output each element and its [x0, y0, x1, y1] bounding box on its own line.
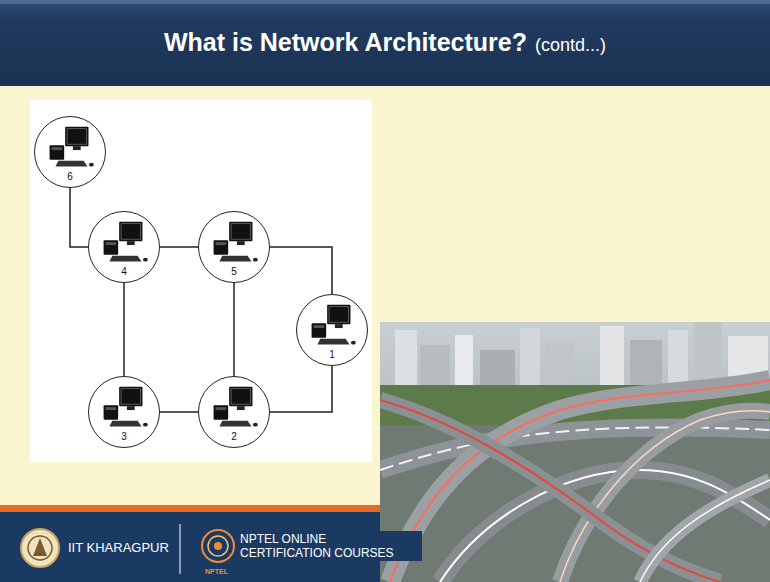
institute-name: IIT KHARAGPUR — [68, 540, 169, 555]
highway-photo — [380, 322, 770, 582]
network-link — [70, 188, 88, 247]
title-row: What is Network Architecture? (contd...) — [0, 0, 770, 86]
footer-divider — [180, 524, 181, 574]
network-link — [160, 411, 198, 413]
computer-node: 1 — [296, 294, 368, 366]
node-number: 2 — [231, 431, 237, 447]
title-suffix: (contd...) — [535, 35, 606, 56]
node-number: 6 — [67, 171, 73, 187]
network-link — [270, 366, 332, 412]
computer-node: 5 — [198, 211, 270, 283]
computer-node: 4 — [88, 211, 160, 283]
node-number: 3 — [121, 431, 127, 447]
network-link — [123, 283, 125, 376]
diagram-panel — [30, 100, 372, 462]
logo-caption: NPTEL — [205, 567, 228, 576]
computer-node: 3 — [88, 376, 160, 448]
header-highlight — [0, 0, 770, 4]
computer-node: 6 — [34, 116, 106, 188]
header-bar — [0, 0, 770, 86]
node-number: 1 — [329, 349, 335, 365]
nptel-logo — [202, 530, 234, 562]
course-name: NPTEL ONLINE CERTIFICATION COURSES — [238, 531, 422, 561]
node-number: 5 — [231, 266, 237, 282]
network-link — [160, 246, 198, 248]
computer-node: 2 — [198, 376, 270, 448]
node-number: 4 — [121, 266, 127, 282]
iit-logo — [21, 529, 59, 567]
slide-title: What is Network Architecture? — [164, 28, 527, 57]
network-link — [270, 247, 332, 294]
network-link — [233, 283, 235, 376]
